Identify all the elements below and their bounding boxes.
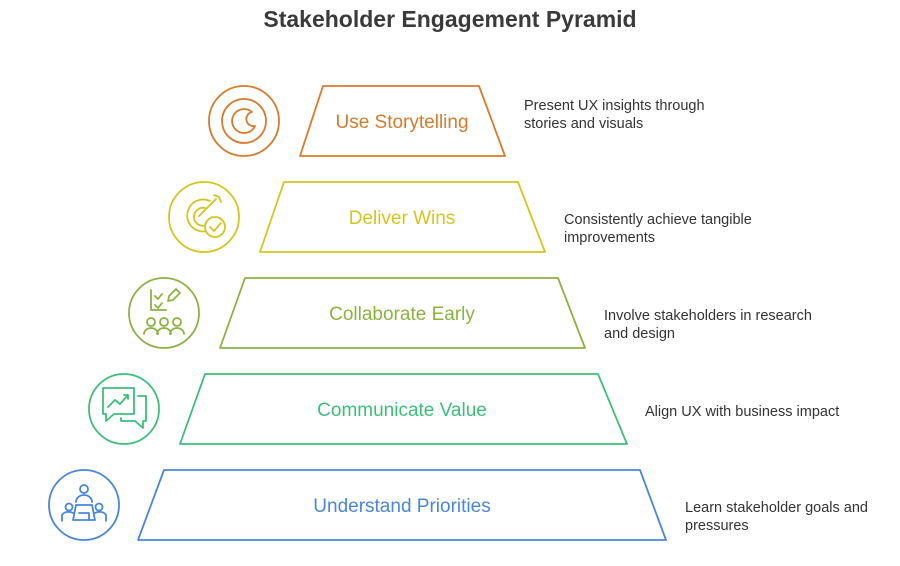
level-description-deliver-wins: Consistently achieve tangible improvemen…	[564, 212, 752, 246]
pyramid-tier-shape	[259, 181, 546, 253]
pyramid-tier-shape	[179, 373, 628, 445]
pyramid-level-communicate-value: Communicate Value	[88, 373, 628, 445]
pyramid-level-deliver-wins: Deliver Wins	[168, 181, 546, 253]
chat-trend-icon	[88, 373, 160, 445]
pyramid-tier-shape	[219, 277, 586, 349]
pyramid-tier-label: Understand Priorities	[313, 496, 490, 517]
storytelling-icon	[208, 85, 280, 157]
pyramid-tier-label: Deliver Wins	[349, 208, 456, 229]
level-description-use-storytelling: Present UX insights through stories and …	[524, 98, 705, 132]
pyramid-tier-shape	[299, 85, 506, 157]
pyramid-tier-label: Communicate Value	[317, 400, 487, 421]
collaboration-icon	[128, 277, 200, 349]
pyramid-level-use-storytelling: Use Storytelling	[208, 85, 506, 157]
target-check-icon	[168, 181, 240, 253]
level-description-collaborate-early: Involve stakeholders in research and des…	[604, 308, 812, 342]
pyramid-tier-label: Collaborate Early	[329, 304, 475, 325]
page-title: Stakeholder Engagement Pyramid	[263, 6, 637, 32]
level-description-understand-priorities: Learn stakeholder goals and pressures	[685, 500, 868, 534]
pyramid-tier-label: Use Storytelling	[335, 112, 468, 133]
level-description-communicate-value: Align UX with business impact	[645, 404, 840, 420]
pyramid-tier-shape	[137, 469, 667, 541]
pyramid-level-collaborate-early: Collaborate Early	[128, 277, 586, 349]
meeting-icon	[48, 469, 120, 541]
pyramid-level-understand-priorities: Understand Priorities	[48, 469, 667, 541]
